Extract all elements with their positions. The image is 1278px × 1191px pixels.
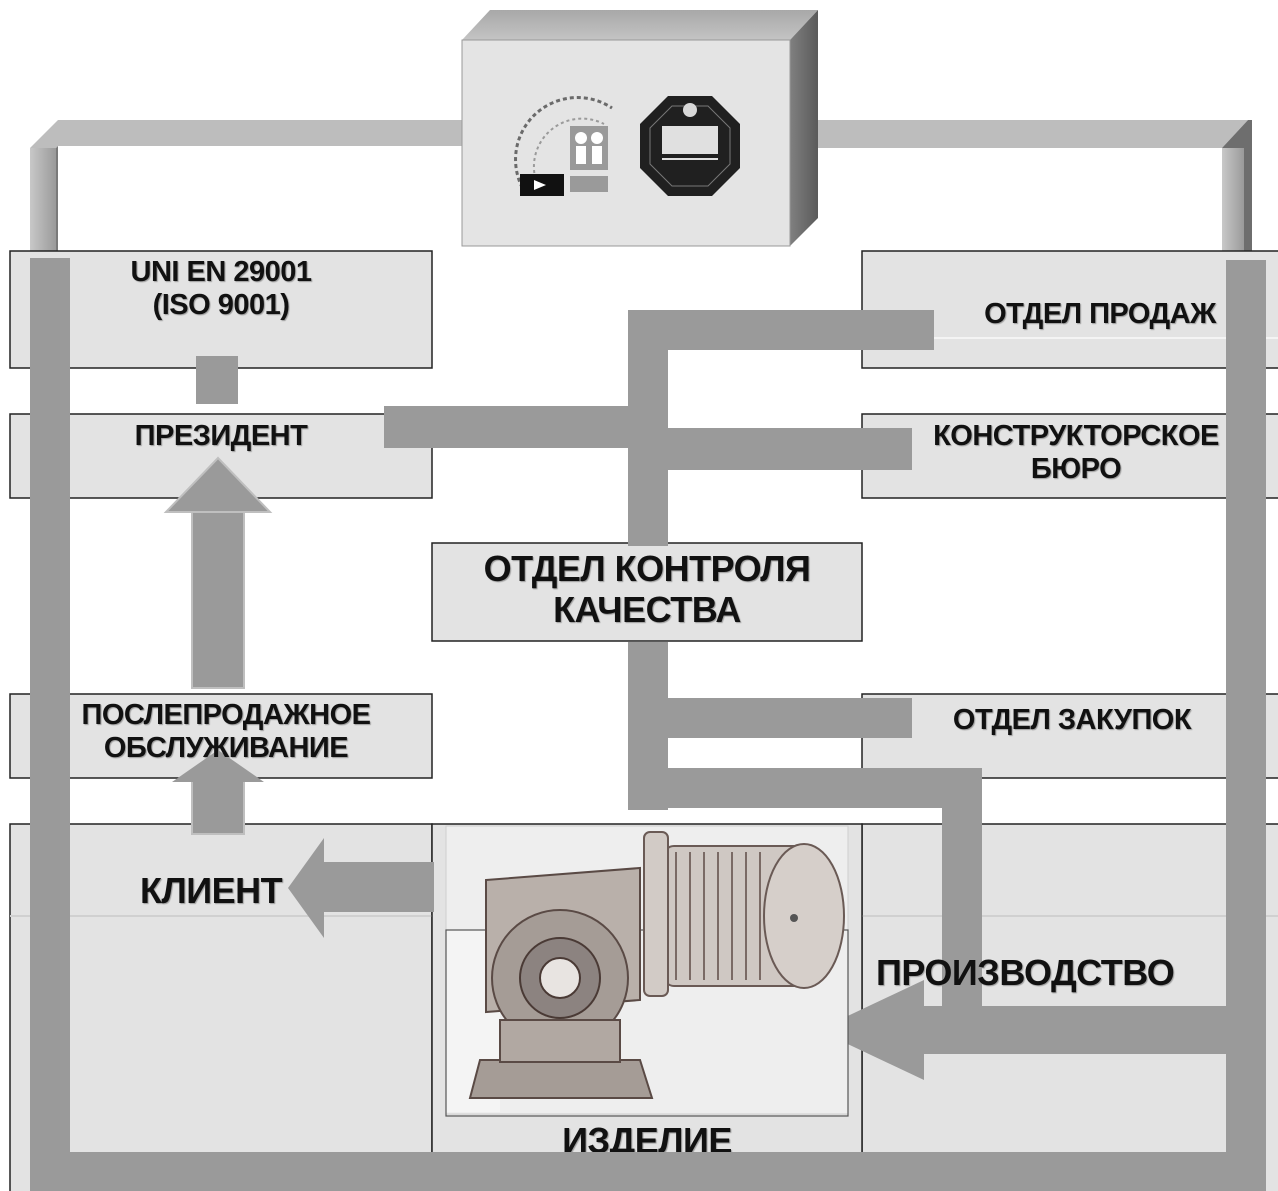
product-label: ИЗДЕЛИЕ: [562, 1120, 732, 1152]
production-label: ПРОИЗВОДСТВО: [876, 952, 1175, 993]
standard-line-2: (ISO 9001): [152, 289, 290, 322]
box-purchasing: [861, 693, 1278, 779]
quality-seal-icon: [514, 96, 613, 196]
loop-bottom-bar: [30, 1152, 1266, 1191]
box-design: [861, 413, 1278, 499]
sales-label: ОТДЕЛ ПРОДАЖ: [984, 298, 1216, 330]
gear-motor-icon: [445, 825, 849, 1117]
standard-line-1: UNI EN 29001: [130, 256, 313, 288]
after-sales-label: ПОСЛЕПРОДАЖНОЕ ОБСЛУЖИВАНИЕ: [10, 699, 442, 766]
qc-to-sales-bar: [628, 310, 934, 350]
quality-line-2: КАЧЕСТВА: [553, 589, 741, 631]
after-sales-line-2: ОБСЛУЖИВАНИЕ: [103, 732, 349, 765]
tuv-mark-icon: [640, 96, 740, 196]
quality-line-1: ОТДЕЛ КОНТРОЛЯ: [483, 548, 811, 589]
standard-label: UNI EN 29001 (ISO 9001): [10, 256, 432, 323]
production-vertical-bar: [942, 768, 982, 1034]
purchasing-label: ОТДЕЛ ЗАКУПОК: [952, 704, 1192, 736]
arrow-after-sales-to-president: [163, 456, 273, 689]
arrow-client-to-after-sales: [172, 750, 264, 835]
design-label: КОНСТРУКТОРСКОЕ БЮРО: [908, 420, 1244, 487]
box-quality: [431, 542, 863, 642]
president-label: ПРЕЗИДЕНТ: [134, 420, 308, 452]
loop-left-bar: [30, 258, 70, 1191]
qc-to-design-bar: [628, 428, 912, 470]
after-sales-line-1: ПОСЛЕПРОДАЖНОЕ: [81, 699, 371, 731]
standard-president-link: [196, 356, 238, 404]
arrow-product-to-client: [288, 838, 434, 938]
design-line-2: БЮРО: [1030, 453, 1122, 486]
box-standard: [9, 250, 433, 369]
qc-to-president-bar: [384, 406, 668, 448]
design-line-1: КОНСТРУКТОРСКОЕ: [933, 420, 1219, 452]
arrow-production-to-product: [818, 980, 1266, 1080]
qc-to-purchasing-bar: [628, 698, 912, 738]
client-label: КЛИЕНТ: [140, 870, 283, 911]
quality-label: ОТДЕЛ КОНТРОЛЯ КАЧЕСТВА: [432, 548, 862, 631]
qc-to-production-bar: [628, 768, 982, 808]
